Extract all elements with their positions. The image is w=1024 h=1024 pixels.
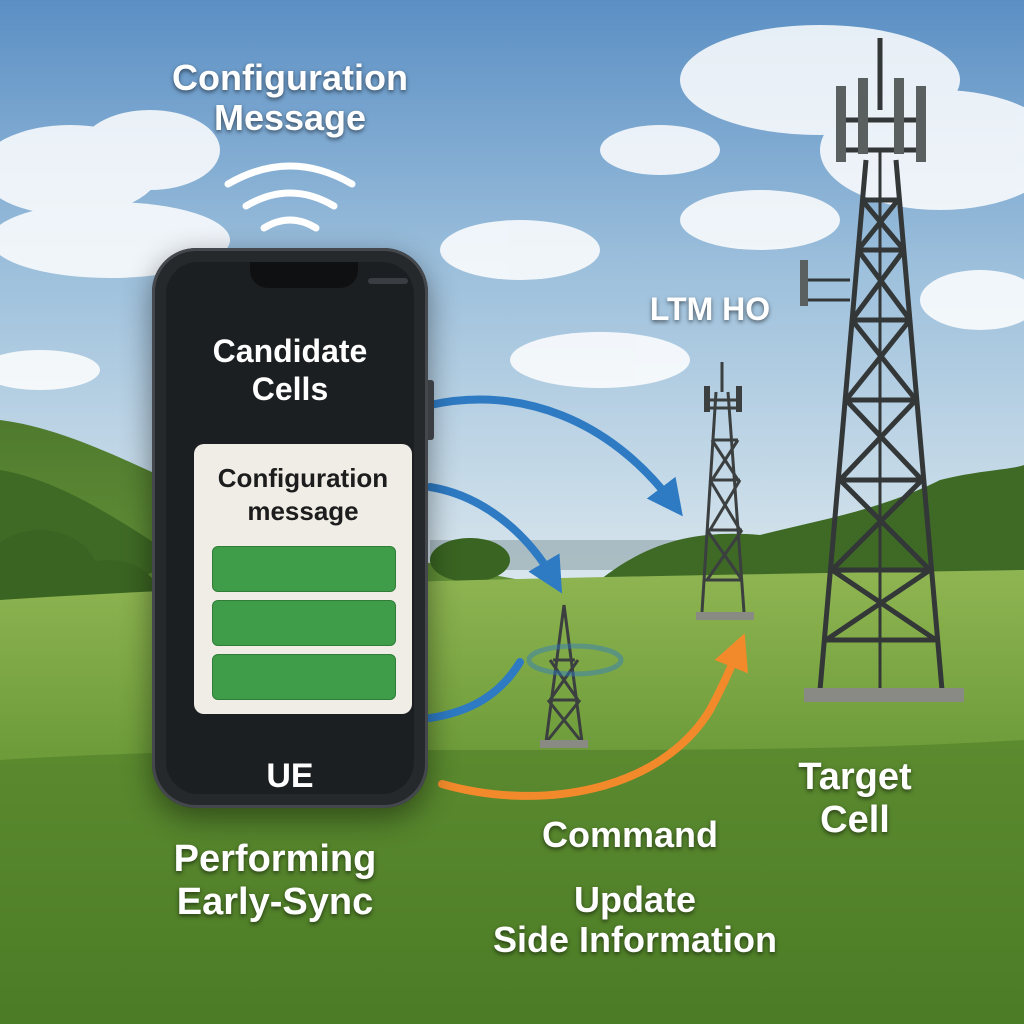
ue-label: UE [266,757,314,795]
arrow-to-ltm-ho [426,395,683,517]
arrow-command [438,633,749,800]
performing-early-sync-label: Performing Early-Sync [173,838,377,923]
configuration-message-card: Configuration message [194,444,412,714]
arrow-to-small-cell [426,483,563,594]
phone-side-button [428,380,434,440]
middle-cell-tower [696,362,754,620]
clouds [0,25,1024,390]
ue-phone: Candidate Cells Configuration message UE [152,248,434,808]
phone-screen: Candidate Cells Configuration message UE [166,262,414,795]
config-entry-bar [212,546,396,592]
candidate-cells-heading: Candidate Cells [212,333,368,408]
card-title: Configuration message [217,463,389,526]
config-entry-bar [212,600,396,646]
phone-notch [250,262,408,288]
small-cell-tower [540,604,588,748]
arrow-early-sync [426,658,524,722]
command-label: Command [541,814,718,855]
target-cell-tower [806,38,945,691]
ltm-ho-label: LTM HO [649,291,771,327]
update-side-information-label: Update Side Information [492,879,777,961]
tower-base [804,688,964,702]
configuration-message-label: Configuration Message [172,57,408,139]
antenna-panels [800,78,926,306]
target-cell-label: Target Cell [798,756,912,841]
wifi-signal-icon [224,162,356,232]
config-entry-bar [212,654,396,700]
